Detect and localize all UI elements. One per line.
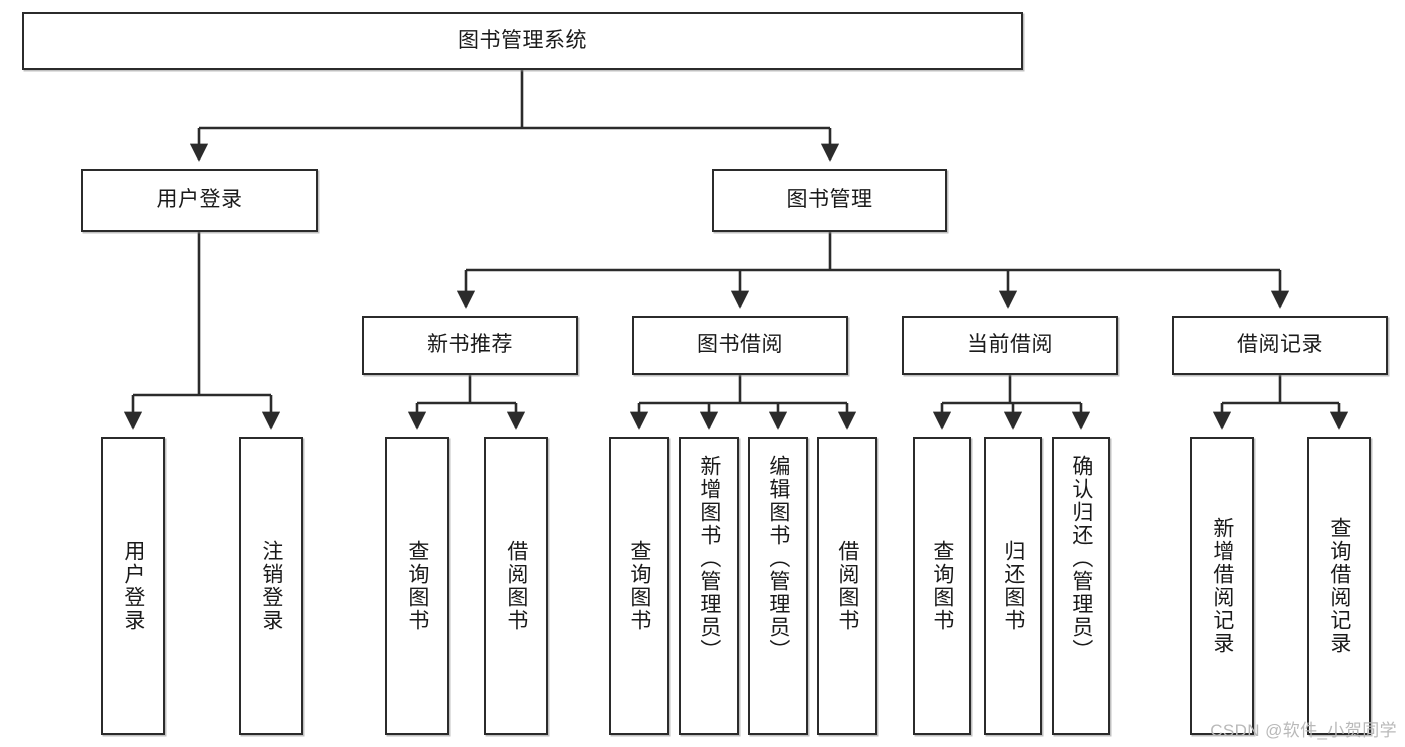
node-book-manage-label: 图书管理 [786,188,873,212]
node-leaf-add-book-admin-label: 新增图书（管理员） [697,455,721,662]
node-leaf-edit-book-admin-label: 编辑图书（管理员） [766,455,790,662]
node-book-borrow[interactable]: 图书借阅 [632,316,848,375]
node-leaf-query-book-3-label: 查询图书 [930,540,954,632]
connectors-current-borrow-leaves [932,375,1091,430]
node-leaf-confirm-return-admin-label: 确认归还（管理员） [1069,455,1093,662]
node-root-label: 图书管理系统 [458,28,587,52]
node-leaf-return-book-label: 归还图书 [1001,540,1025,632]
node-new-book-rec-label: 新书推荐 [427,333,513,357]
node-leaf-edit-book-admin[interactable]: 编辑图书（管理员） [748,437,808,735]
node-leaf-return-book[interactable]: 归还图书 [984,437,1042,735]
node-leaf-query-book-3[interactable]: 查询图书 [913,437,971,735]
node-leaf-user-login-label: 用户登录 [121,540,145,632]
node-leaf-borrow-book-2-label: 借阅图书 [835,540,859,632]
node-leaf-borrow-book-1-label: 借阅图书 [504,540,528,632]
node-user-login-label: 用户登录 [156,188,243,212]
node-leaf-query-book-1[interactable]: 查询图书 [385,437,449,735]
node-leaf-query-book-1-label: 查询图书 [405,540,429,632]
node-leaf-add-book-admin[interactable]: 新增图书（管理员） [679,437,739,735]
connectors-borrow-record-leaves [1212,375,1349,430]
node-book-borrow-label: 图书借阅 [697,333,783,357]
node-new-book-rec[interactable]: 新书推荐 [362,316,578,375]
connectors-new-book-rec-leaves [407,375,526,430]
connectors-book-manage-level [456,232,1290,309]
connectors-book-borrow-leaves [629,375,857,430]
node-current-borrow[interactable]: 当前借阅 [902,316,1118,375]
connectors-user-login-leaves [123,232,281,430]
node-leaf-borrow-book-1[interactable]: 借阅图书 [484,437,548,735]
node-leaf-user-login[interactable]: 用户登录 [101,437,165,735]
node-current-borrow-label: 当前借阅 [967,333,1053,357]
connectors-root-level [189,70,840,162]
node-borrow-record-label: 借阅记录 [1237,333,1323,357]
node-leaf-logout-label: 注销登录 [259,540,283,632]
node-leaf-add-borrow-record[interactable]: 新增借阅记录 [1190,437,1254,735]
node-borrow-record[interactable]: 借阅记录 [1172,316,1388,375]
node-leaf-logout[interactable]: 注销登录 [239,437,303,735]
node-leaf-query-borrow-record-label: 查询借阅记录 [1327,517,1351,655]
node-user-login[interactable]: 用户登录 [81,169,318,232]
node-leaf-borrow-book-2[interactable]: 借阅图书 [817,437,877,735]
node-root[interactable]: 图书管理系统 [22,12,1023,70]
node-leaf-confirm-return-admin[interactable]: 确认归还（管理员） [1052,437,1110,735]
node-leaf-add-borrow-record-label: 新增借阅记录 [1210,517,1234,655]
node-leaf-query-book-2[interactable]: 查询图书 [609,437,669,735]
node-leaf-query-borrow-record[interactable]: 查询借阅记录 [1307,437,1371,735]
node-leaf-query-book-2-label: 查询图书 [627,540,651,632]
node-book-manage[interactable]: 图书管理 [712,169,947,232]
